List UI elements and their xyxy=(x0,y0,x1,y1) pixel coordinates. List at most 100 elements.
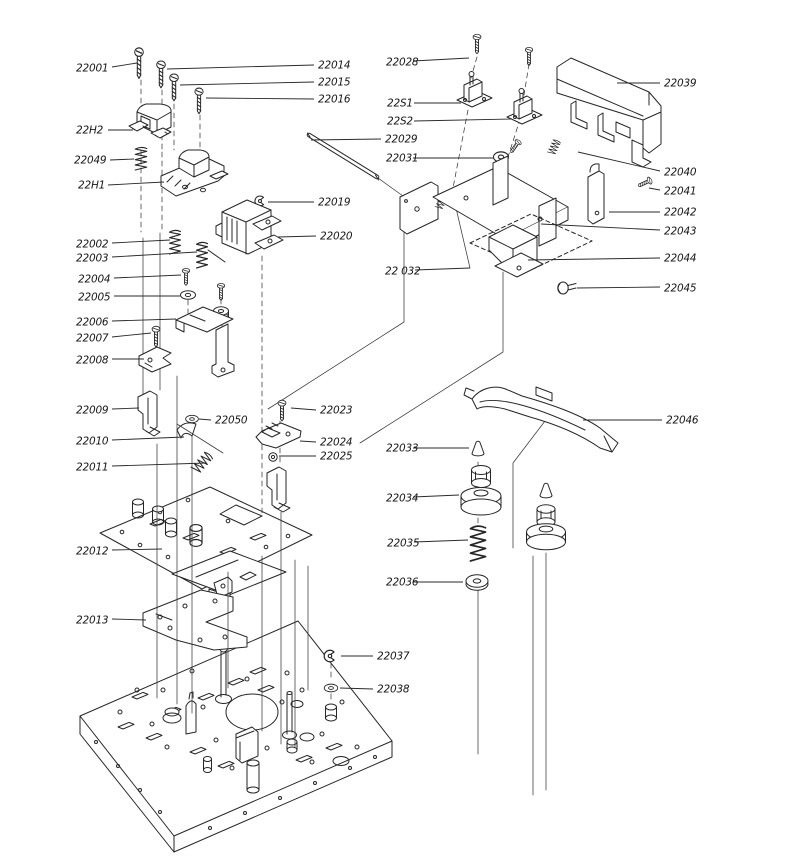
screw-22015 xyxy=(169,73,179,102)
washer-22036 xyxy=(465,574,489,591)
part-label-22007: 22007 xyxy=(76,333,109,345)
leader-line-22001 xyxy=(111,62,138,68)
part-label-22046: 22046 xyxy=(666,415,699,427)
bracket-assembly-22032 xyxy=(399,155,593,278)
slide-bracket-mid xyxy=(266,466,291,513)
spring-22035 xyxy=(469,525,487,562)
part-label-22032: 22 032 xyxy=(385,266,421,278)
leader-line-22012 xyxy=(111,548,163,551)
part-label-22031: 22031 xyxy=(386,153,418,165)
part-label-22001: 22001 xyxy=(76,63,108,75)
screw-22007 xyxy=(151,325,161,348)
rod-22029 xyxy=(306,132,380,181)
leader-line-22029 xyxy=(310,138,382,141)
part-label-22024: 22024 xyxy=(320,437,352,449)
screw-22014 xyxy=(156,60,166,89)
screw-mid xyxy=(216,282,226,301)
part-label-22H2: 22H2 xyxy=(76,125,104,137)
part-label-22025: 22025 xyxy=(320,451,353,463)
part-label-22S2: 22S2 xyxy=(387,116,413,128)
leader-line-22004 xyxy=(113,274,182,279)
washer-22050 xyxy=(185,414,199,424)
bracket-22044 xyxy=(488,224,544,278)
part-label-22042: 22042 xyxy=(664,207,697,219)
leader-line-22006 xyxy=(111,318,177,322)
leader-line-22007 xyxy=(111,332,152,338)
washer-22038 xyxy=(323,683,339,693)
part-label-22050: 22050 xyxy=(215,415,248,427)
part-label-22029: 22029 xyxy=(385,134,418,146)
part-label-22003: 22003 xyxy=(76,253,108,265)
part-label-22014: 22014 xyxy=(318,60,350,72)
pulley-22034 xyxy=(460,465,502,516)
leader-line-22S2 xyxy=(413,118,513,122)
part-label-22012: 22012 xyxy=(76,546,109,558)
switch-22s2 xyxy=(506,88,543,125)
slide-bracket-22009 xyxy=(137,390,161,437)
part-label-22009: 22009 xyxy=(76,405,109,417)
pulley-right xyxy=(526,504,566,551)
leader-line-22044 xyxy=(527,257,661,261)
leader-line-22009 xyxy=(111,407,140,410)
part-label-22036: 22036 xyxy=(386,577,419,589)
part-label-22034: 22034 xyxy=(386,493,418,505)
leader-line-22002 xyxy=(111,239,171,244)
part-label-22049: 22049 xyxy=(74,155,107,167)
part-label-22006: 22006 xyxy=(76,317,109,329)
mount-plate-22012 xyxy=(99,486,313,590)
part-label-22S1: 22S1 xyxy=(387,98,413,110)
spring-22011 xyxy=(190,450,214,475)
spring-22003 xyxy=(195,241,226,269)
head-bracket-22h2 xyxy=(128,103,172,139)
screw-22004 xyxy=(181,267,191,286)
leader-line-22028 xyxy=(412,57,470,62)
part-label-22041: 22041 xyxy=(664,186,696,198)
leader-line-22050 xyxy=(198,418,212,421)
leader-line-22015 xyxy=(179,81,315,86)
cone-22033 xyxy=(471,440,485,457)
leader-line-22032 xyxy=(414,267,471,271)
arm-22046 xyxy=(463,386,619,453)
leader-line-22003 xyxy=(111,251,198,258)
switch-22s1 xyxy=(456,71,493,108)
chassis-posts xyxy=(162,643,337,794)
head-bracket-22h1 xyxy=(160,149,229,197)
leader-line-22016 xyxy=(205,97,315,100)
part-label-22004: 22004 xyxy=(78,274,110,286)
screw-near-22031 xyxy=(507,138,523,155)
part-label-22020: 22020 xyxy=(320,231,353,243)
leader-line-22049 xyxy=(109,158,135,161)
leader-line-22023 xyxy=(290,407,317,411)
circlip-22037 xyxy=(323,649,335,663)
ring-22025 xyxy=(268,452,278,462)
chassis-holes xyxy=(94,668,377,830)
cover-bracket-22039 xyxy=(556,57,662,168)
part-label-22037: 22037 xyxy=(377,651,410,663)
spring-22002 xyxy=(168,229,182,255)
solenoid-22020 xyxy=(215,199,284,255)
part-label-22016: 22016 xyxy=(318,94,351,106)
screw-22028-a xyxy=(472,33,482,55)
part-label-22023: 22023 xyxy=(320,405,352,417)
part-label-22028: 22028 xyxy=(386,57,419,69)
part-label-22035: 22035 xyxy=(387,538,420,550)
part-label-22010: 22010 xyxy=(76,436,109,448)
screw-22023 xyxy=(277,399,287,422)
part-label-22011: 22011 xyxy=(76,462,108,474)
bracket-22042 xyxy=(587,163,605,225)
leader-line-22043 xyxy=(540,223,661,231)
leader-line-22011 xyxy=(111,462,207,467)
washer-22005 xyxy=(180,290,196,300)
leader-line-22040 xyxy=(577,151,661,172)
part-label-22044: 22044 xyxy=(664,253,696,265)
leader-line-22010 xyxy=(111,436,185,441)
leader-line-22024 xyxy=(299,440,317,443)
leader-line-22038 xyxy=(339,687,374,690)
part-label-22H1: 22H1 xyxy=(78,180,105,192)
leader-line-22020 xyxy=(277,235,317,238)
bracket-22013 xyxy=(142,576,248,651)
spring-22040 xyxy=(546,138,562,156)
cone-right xyxy=(539,482,553,499)
